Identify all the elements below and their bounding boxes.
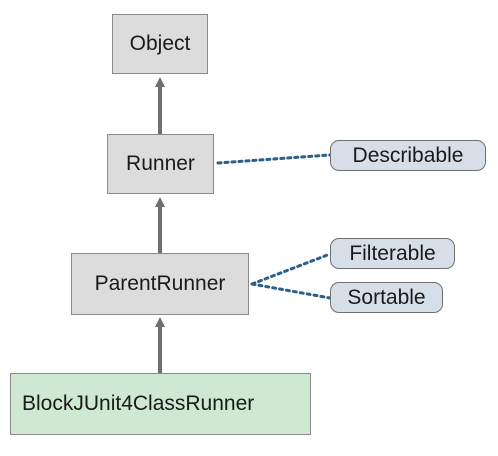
object-class-label: Object bbox=[129, 32, 191, 55]
sortable-interface: Sortable bbox=[330, 282, 443, 313]
object-class-box: Object bbox=[112, 14, 208, 74]
filterable-interface: Filterable bbox=[330, 238, 455, 269]
describable-interface: Describable bbox=[330, 140, 486, 171]
runner-class-box: Runner bbox=[107, 134, 214, 194]
sortable-interface-label: Sortable bbox=[347, 285, 426, 309]
describable-interface-label: Describable bbox=[352, 143, 464, 167]
link-parentrunner-filterable bbox=[250, 252, 332, 286]
link-parentrunner-sortable bbox=[250, 282, 332, 300]
runner-class-label: Runner bbox=[126, 152, 195, 175]
parentrunner-class-label: ParentRunner bbox=[94, 272, 226, 295]
parentrunner-class-box: ParentRunner bbox=[71, 253, 249, 315]
blockjunit4classrunner-class-label: BlockJUnit4ClassRunner bbox=[22, 392, 255, 415]
link-runner-describable bbox=[216, 153, 332, 165]
blockjunit4classrunner-class-box: BlockJUnit4ClassRunner bbox=[10, 373, 311, 435]
filterable-interface-label: Filterable bbox=[349, 241, 436, 265]
